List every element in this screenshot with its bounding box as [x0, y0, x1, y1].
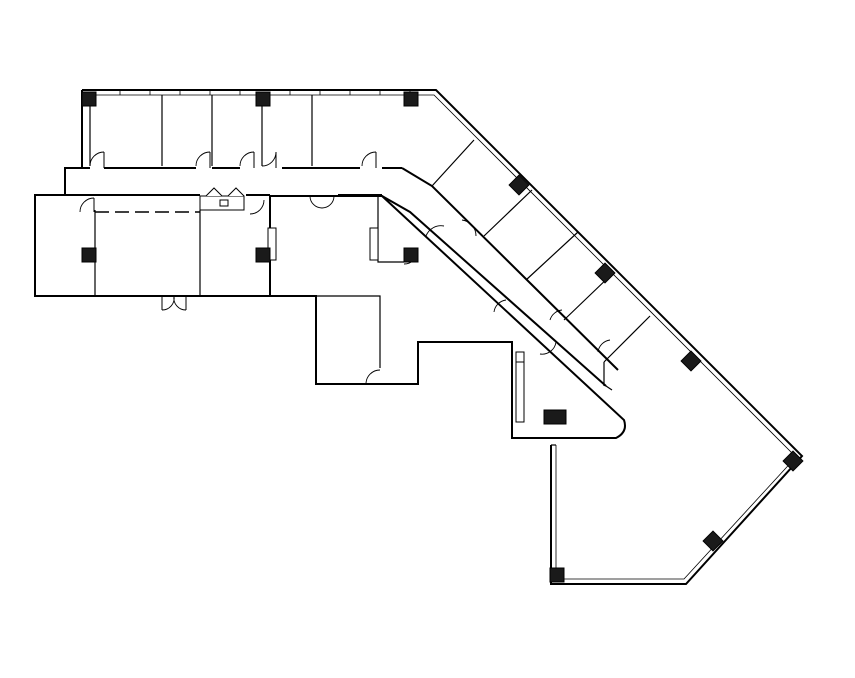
- west-suite: [34, 187, 265, 311]
- south-east-area: [515, 351, 556, 446]
- outer-walls: [34, 89, 804, 585]
- structural-columns: [81, 91, 804, 583]
- center-rooms: [267, 195, 404, 385]
- north-offices: [65, 95, 402, 196]
